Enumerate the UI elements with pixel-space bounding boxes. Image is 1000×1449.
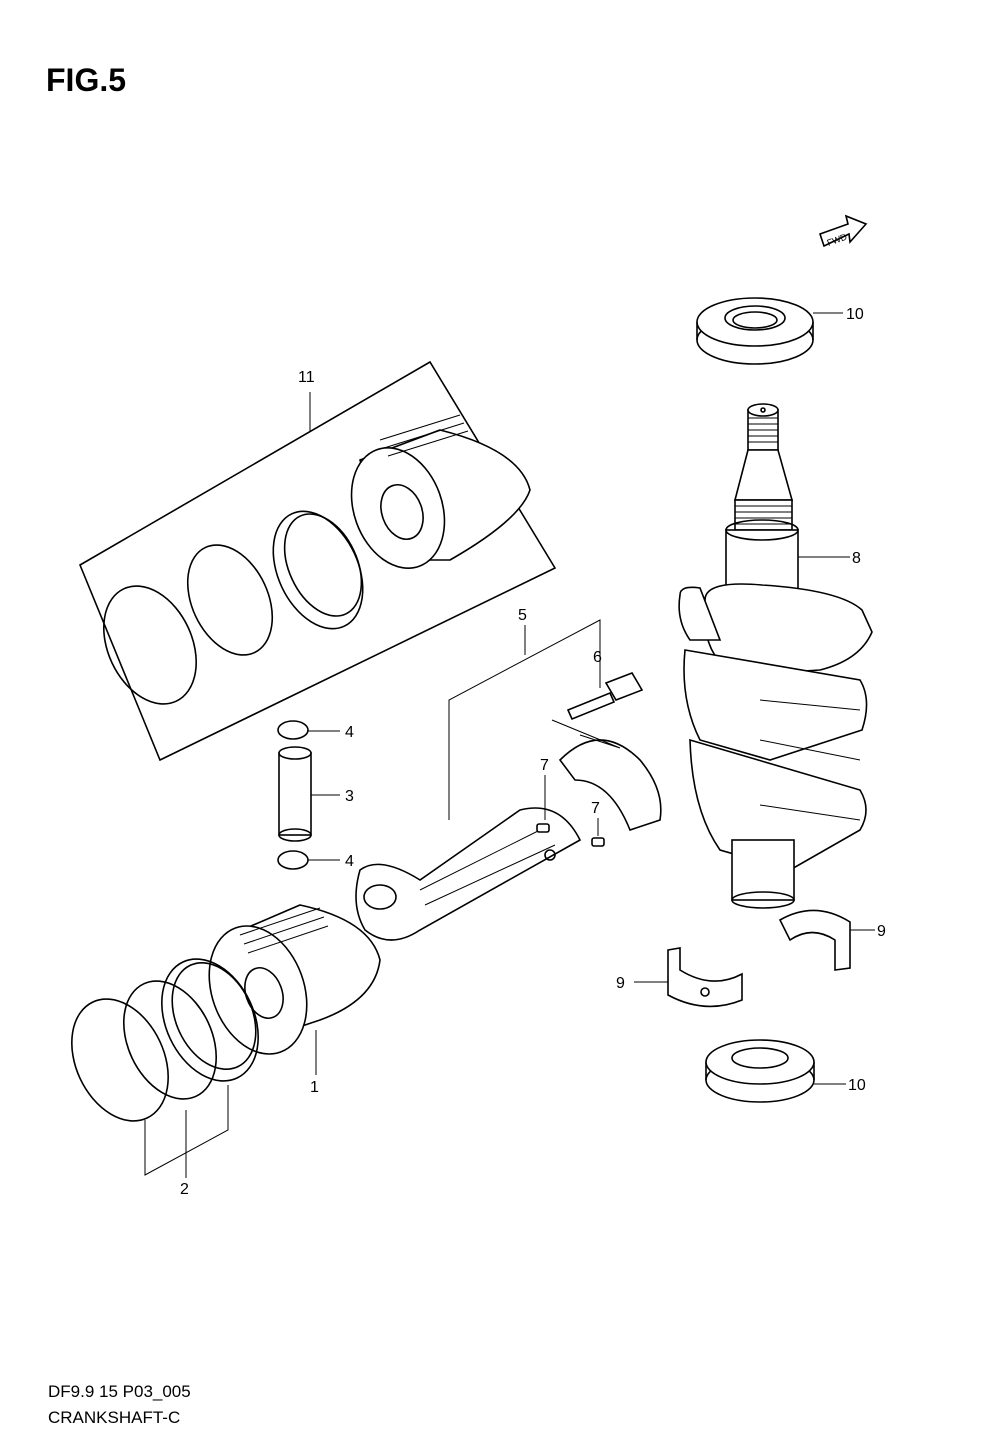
- crank-bearing-left[interactable]: [634, 947, 743, 1008]
- crankshaft[interactable]: [678, 403, 873, 909]
- callout-4-upper: 4: [345, 724, 354, 741]
- piston[interactable]: [192, 904, 381, 1075]
- callout-9-right: 9: [877, 923, 886, 940]
- callout-7-left: 7: [540, 757, 549, 774]
- connecting-rod[interactable]: [355, 807, 582, 941]
- connecting-rod-cap[interactable]: [551, 719, 662, 831]
- callout-10-bottom: 10: [848, 1077, 866, 1094]
- dowel-pin-right[interactable]: [591, 818, 605, 847]
- fwd-arrow-icon: FWD: [818, 214, 868, 248]
- callout-7-right: 7: [591, 800, 600, 817]
- piston-pin[interactable]: [278, 746, 340, 842]
- figure-title: FIG.5: [46, 62, 127, 98]
- callout-11: 11: [298, 369, 315, 386]
- oil-seal-top[interactable]: [696, 297, 843, 365]
- callout-3: 3: [345, 788, 354, 805]
- connecting-rod-leader: [448, 619, 601, 820]
- circlip-upper[interactable]: [277, 720, 340, 740]
- circlip-lower[interactable]: [277, 850, 340, 870]
- callout-5: 5: [518, 607, 527, 624]
- piston-rings[interactable]: [53, 943, 277, 1178]
- rod-bolt[interactable]: [566, 650, 644, 721]
- figure-code: DF9.9 15 P03_005: [48, 1382, 191, 1401]
- kit-piston-rings[interactable]: [86, 497, 381, 719]
- callout-6: 6: [593, 649, 602, 666]
- figure-name: CRANKSHAFT-C: [48, 1408, 181, 1427]
- callout-9-left: 9: [616, 975, 625, 992]
- kit-piston[interactable]: [335, 414, 531, 581]
- piston-ring-kit-frame: [78, 360, 557, 762]
- callout-8: 8: [852, 550, 861, 567]
- callout-2: 2: [180, 1181, 189, 1198]
- dowel-pin-left[interactable]: [536, 775, 550, 833]
- callout-10-top: 10: [846, 306, 864, 323]
- oil-seal-bottom[interactable]: [705, 1039, 846, 1103]
- callout-4-lower: 4: [345, 853, 354, 870]
- crank-bearing-right[interactable]: [778, 909, 875, 971]
- callout-1: 1: [310, 1079, 319, 1096]
